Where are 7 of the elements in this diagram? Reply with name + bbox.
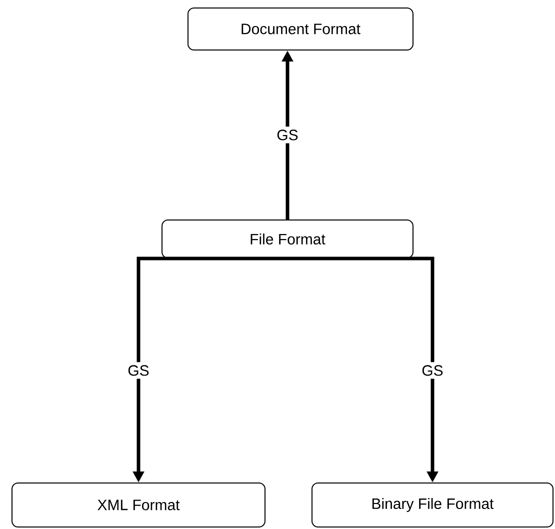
format-box: File Format <box>162 220 414 258</box>
edge-label: GS <box>418 362 446 379</box>
edge-label: GS <box>274 126 302 144</box>
edge-label: GS <box>124 362 152 379</box>
format-box: Document Format <box>188 8 414 50</box>
format-box: Binary File Format <box>312 482 554 528</box>
format-box: XML Format <box>12 482 266 528</box>
